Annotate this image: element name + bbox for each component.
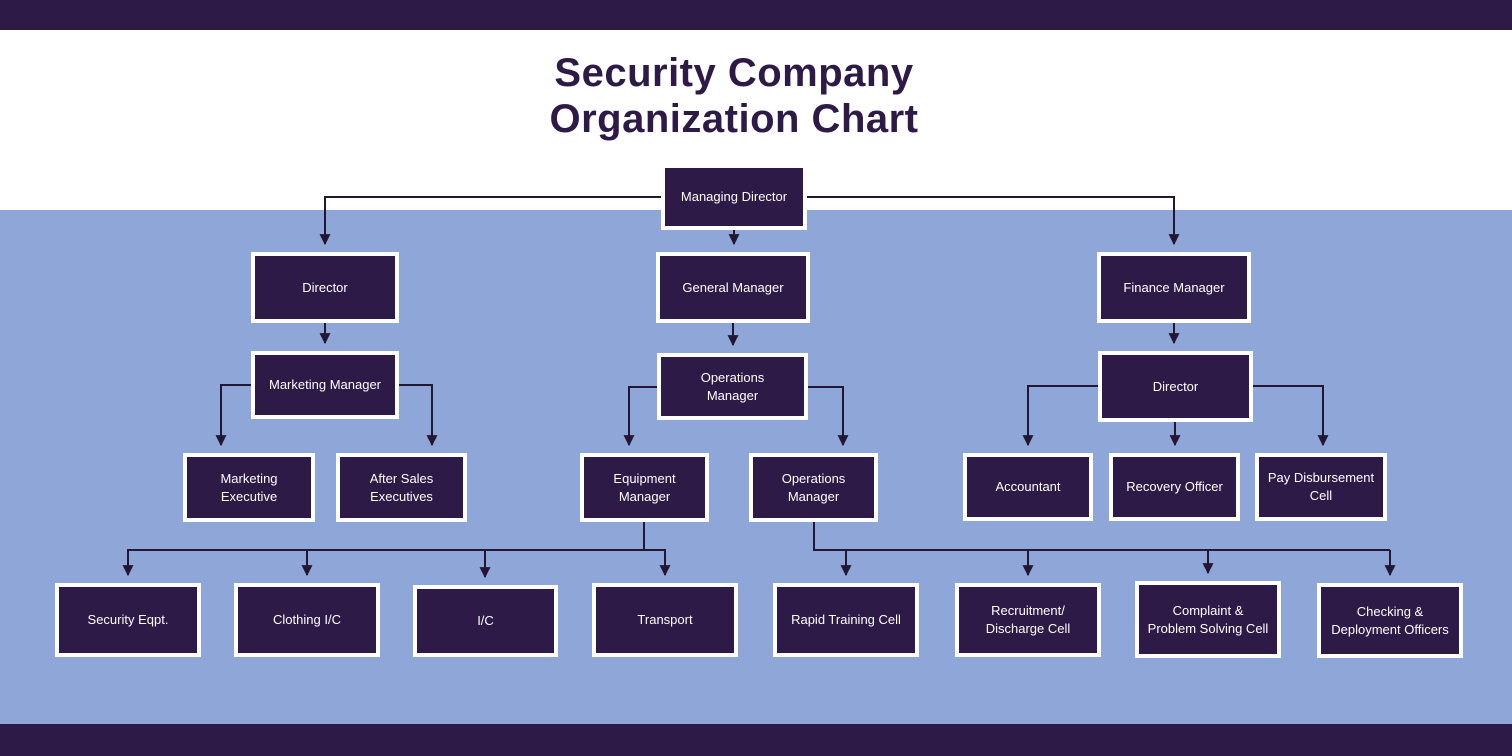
- node-label: Complaint & Problem Solving Cell: [1147, 602, 1269, 636]
- node-managing-director: Managing Director: [661, 164, 807, 230]
- node-transport: Transport: [592, 583, 738, 657]
- node-label: Operations Manager: [700, 369, 765, 403]
- node-label: Marketing Executive: [220, 470, 278, 504]
- node-recruitment-discharge-cell: Recruitment/ Discharge Cell: [955, 583, 1101, 657]
- node-label: Director: [302, 279, 348, 295]
- node-recovery-officer: Recovery Officer: [1109, 453, 1240, 521]
- page-title: Security Company Organization Chart: [334, 50, 1134, 143]
- node-label: Director: [1152, 378, 1199, 394]
- node-operations-manager-sub: Operations Manager: [749, 453, 878, 522]
- node-checking-deployment-officers: Checking & Deployment Officers: [1317, 583, 1463, 658]
- node-label: Clothing I/C: [273, 612, 341, 628]
- node-clothing-ic: Clothing I/C: [234, 583, 380, 657]
- bottom-band: [0, 724, 1512, 756]
- node-label: Marketing Manager: [269, 377, 381, 393]
- node-director-left: Director: [251, 252, 399, 323]
- node-label: General Manager: [682, 279, 784, 295]
- node-after-sales-executives: After Sales Executives: [336, 453, 467, 522]
- node-pay-disbursement-cell: Pay Disbursement Cell: [1255, 453, 1387, 521]
- node-security-eqpt: Security Eqpt.: [55, 583, 201, 657]
- node-director-right: Director: [1098, 351, 1253, 422]
- node-operations-manager: Operations Manager: [657, 353, 808, 420]
- node-ic: I/C: [413, 585, 558, 657]
- node-marketing-executive: Marketing Executive: [183, 453, 315, 522]
- page-title-line1: Security Company: [554, 51, 914, 95]
- node-label: Security Eqpt.: [87, 612, 169, 628]
- node-marketing-manager: Marketing Manager: [251, 351, 399, 419]
- node-label: Operations Manager: [781, 470, 846, 504]
- node-label: Managing Director: [680, 189, 788, 205]
- node-label: Accountant: [995, 479, 1061, 495]
- node-equipment-manager: Equipment Manager: [580, 453, 709, 522]
- node-finance-manager: Finance Manager: [1097, 252, 1251, 323]
- node-label: Equipment Manager: [613, 470, 676, 504]
- node-accountant: Accountant: [963, 453, 1093, 521]
- node-label: After Sales Executives: [369, 470, 434, 504]
- node-rapid-training-cell: Rapid Training Cell: [773, 583, 919, 657]
- node-label: Checking & Deployment Officers: [1331, 603, 1449, 637]
- node-label: Finance Manager: [1123, 279, 1225, 295]
- node-label: I/C: [477, 613, 494, 629]
- node-label: Recruitment/ Discharge Cell: [985, 603, 1071, 636]
- node-label: Rapid Training Cell: [791, 612, 901, 628]
- top-band: [0, 0, 1512, 30]
- node-label: Recovery Officer: [1126, 479, 1223, 495]
- node-general-manager: General Manager: [656, 252, 810, 323]
- node-complaint-problem-solving-cell: Complaint & Problem Solving Cell: [1135, 581, 1281, 658]
- page-title-line2: Organization Chart: [549, 97, 919, 142]
- node-label: Transport: [637, 612, 693, 628]
- node-label: Pay Disbursement Cell: [1267, 470, 1375, 503]
